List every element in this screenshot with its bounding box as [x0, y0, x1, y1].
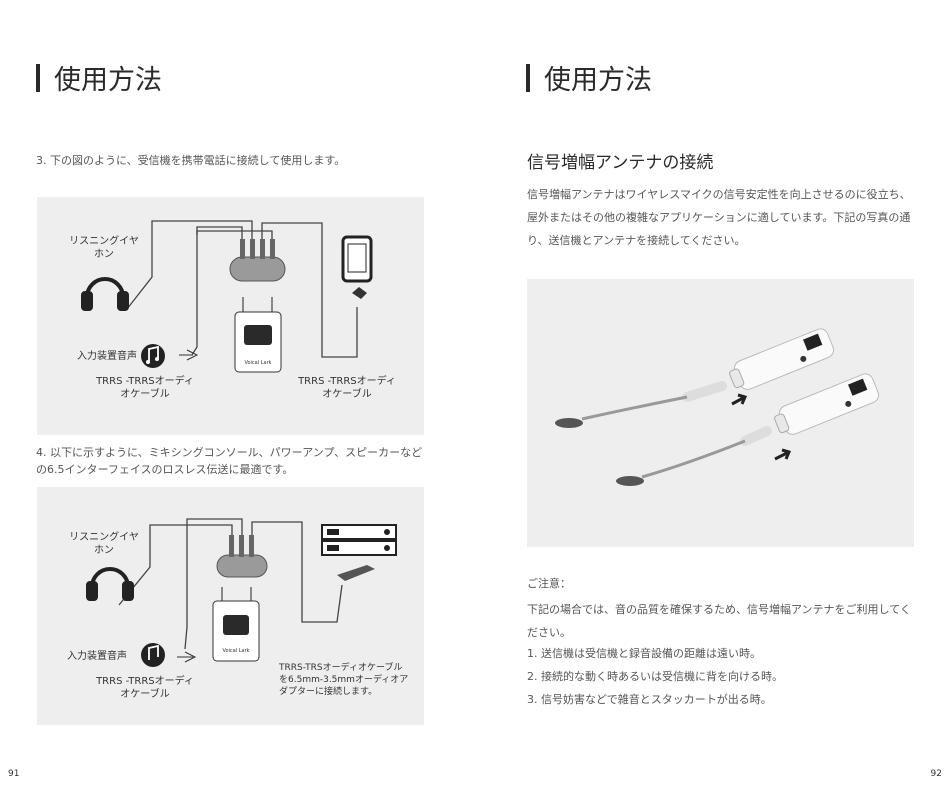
intro-paragraph: 信号増幅アンテナはワイヤレスマイクの信号安定性を向上させるのに役立ち、屋外または…	[527, 188, 911, 247]
d1-cable-right-label: TRRS -TRRSオーディオケーブル	[298, 376, 396, 400]
mixer-icon	[321, 524, 397, 556]
headphones-icon-2	[86, 567, 134, 601]
d1-earphone-label: リスニングイヤホン	[69, 236, 139, 260]
antenna-illustration	[555, 328, 880, 486]
page-number-right: 92	[930, 769, 942, 779]
title-bar	[36, 63, 40, 92]
note-item-2: 2. 接続的な動く時あるいは受信機に背を向ける時。	[527, 670, 783, 683]
note-title: ご注意：	[527, 577, 571, 590]
note-item-3: 3. 信号妨害などで雑音とスタッカートが出る時。	[527, 693, 772, 706]
right-title-text: 使用方法	[544, 65, 652, 96]
left-page-title: 使用方法	[36, 58, 162, 97]
phone-icon	[341, 235, 373, 283]
diagram2-illustration	[86, 518, 397, 667]
d1-device-brand: Voical Lark	[244, 360, 272, 366]
right-page-title: 使用方法	[526, 58, 652, 97]
section-heading: 信号増幅アンテナの接続	[527, 153, 714, 173]
d2-device-brand: Voical Lark	[222, 648, 250, 654]
antenna-photo	[527, 279, 914, 547]
step4-text: 4. 以下に示すように、ミキシングコンソール、パワーアンプ、スピーカーなどの6.…	[36, 446, 423, 476]
diagram1-illustration	[81, 220, 373, 373]
note-lead: 下記の場合では、音の品質を確保するため、信号増幅アンテナをご利用してください。	[527, 603, 911, 639]
headphones-icon	[81, 277, 129, 311]
d2-earphone-label: リスニングイヤホン	[69, 532, 139, 556]
music-note-icon	[141, 344, 165, 368]
d2-cable-right-label: TRRS-TRSオーディオケーブルを6.5mm-3.5mmオーディオアダプターに…	[279, 663, 409, 697]
page-number-left: 91	[8, 769, 20, 779]
music-note-icon-2	[141, 643, 165, 667]
note-item-1: 1. 送信機は受信機と録音設備の距離は遠い時。	[527, 647, 761, 660]
arrow-icon	[774, 448, 792, 461]
arrow-icon	[731, 393, 748, 406]
title-bar	[526, 63, 530, 92]
diagram1-panel: リスニングイヤホン 入力装置音声 Voical Lark TRRS -TRRSオ…	[37, 197, 424, 435]
left-title-text: 使用方法	[54, 65, 162, 96]
d2-input-label: 入力装置音声	[67, 651, 127, 662]
d1-input-label: 入力装置音声	[77, 351, 137, 362]
step3-text: 3. 下の図のように、受信機を携帯電話に接続して使用します。	[36, 154, 346, 167]
d1-cable-left-label: TRRS -TRRSオーディオケーブル	[96, 376, 194, 400]
d2-cable-left-label: TRRS -TRRSオーディオケーブル	[96, 676, 194, 700]
diagram2-panel: リスニングイヤホン 入力装置音声 Voical Lark TRRS -TRRSオ…	[37, 487, 424, 725]
